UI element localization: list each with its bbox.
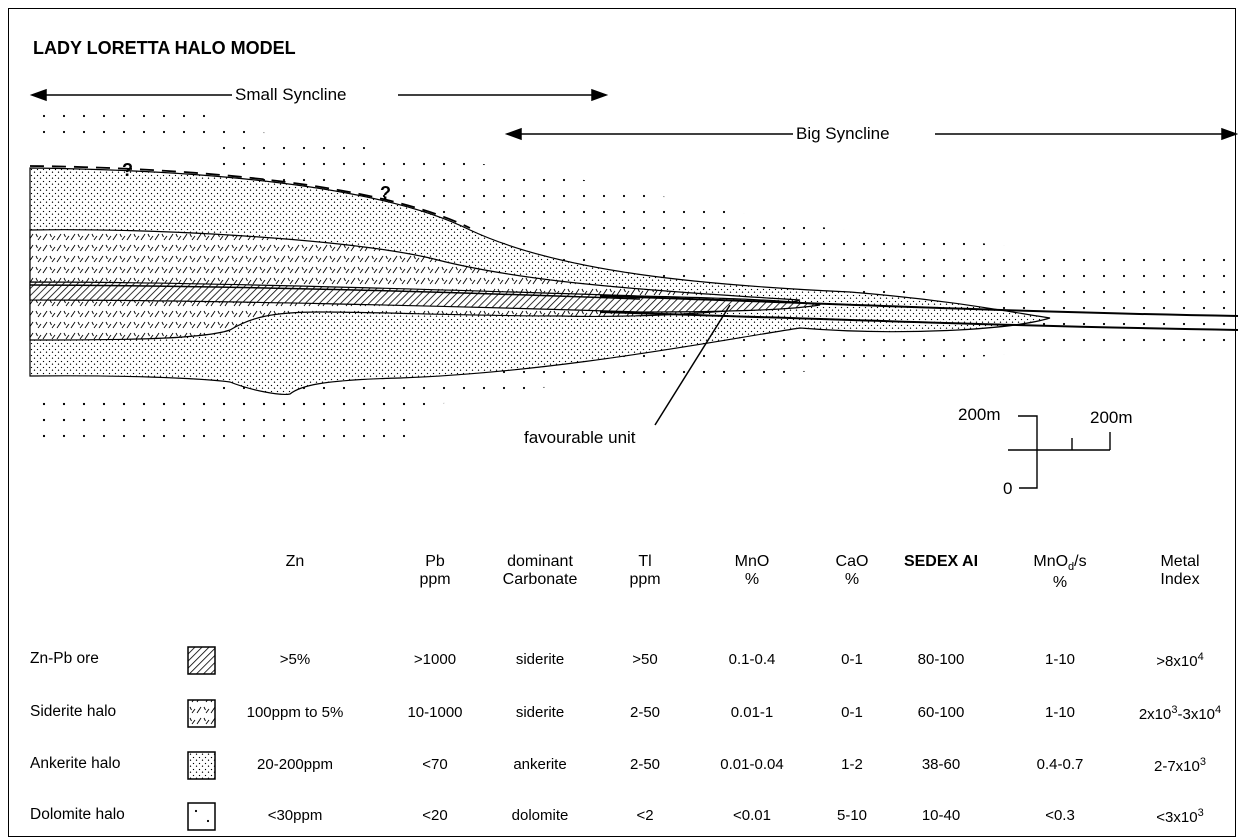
cell-sedex-ai: 38-60 — [921, 756, 961, 773]
row-label: Ankerite halo — [30, 755, 121, 772]
cell-cao: 0-1 — [841, 651, 863, 668]
favourable-unit-label: favourable unit — [524, 428, 636, 447]
header-zn: Zn — [285, 553, 305, 570]
diagram-title: LADY LORETTA HALO MODEL — [33, 38, 296, 58]
swatch-ore — [187, 646, 216, 675]
cell-tl: 2-50 — [629, 704, 661, 721]
scale-bar — [1008, 415, 1111, 489]
small-syncline-label: Small Syncline — [235, 85, 347, 104]
uncertain-marker-1: ? — [122, 160, 133, 180]
cell-tl: >50 — [632, 651, 658, 668]
cell-metal-index: <3x103 — [1156, 807, 1204, 826]
cell-pb: <70 — [422, 756, 448, 773]
swatch-dolomite-dot-2 — [206, 819, 210, 823]
cell-carbonate: siderite — [515, 704, 565, 721]
ore-inner-band — [29, 284, 641, 300]
favourable-unit-bottom — [599, 311, 1238, 331]
cell-mno: 0.01-1 — [730, 704, 774, 721]
cell-sedex-ai: 80-100 — [917, 651, 965, 668]
cell-mno: 0.01-0.04 — [720, 756, 784, 773]
scale-vertical-label: 200m — [958, 405, 1001, 424]
figure-frame — [8, 8, 1236, 837]
cell-mnods: 1-10 — [1044, 704, 1076, 721]
scale-horizontal-label: 200m — [1090, 408, 1133, 427]
cell-metal-index: 2-7x103 — [1154, 756, 1206, 775]
cell-cao: 5-10 — [836, 807, 868, 824]
cell-cao: 1-2 — [841, 756, 863, 773]
header-sedex-ai: SEDEX AI — [903, 553, 979, 570]
cell-metal-index: 2x103-3x104 — [1138, 704, 1222, 723]
cell-mnods: <0.3 — [1045, 807, 1075, 824]
cell-sedex-ai: 60-100 — [917, 704, 965, 721]
row-label: Siderite halo — [30, 703, 117, 720]
header-mnods: MnOd/s% — [1033, 553, 1087, 591]
ore-lens — [29, 281, 821, 313]
swatch-ankerite — [187, 751, 216, 780]
uncertain-marker-2: ? — [380, 183, 391, 203]
cell-sedex-ai: 10-40 — [921, 807, 961, 824]
cell-tl: <2 — [636, 807, 654, 824]
cell-pb: 10-1000 — [407, 704, 463, 721]
row-label: Zn-Pb ore — [30, 650, 99, 667]
cell-mnods: 1-10 — [1044, 651, 1076, 668]
row-label: Dolomite halo — [30, 806, 125, 823]
favourable-unit-top — [599, 295, 1238, 317]
cell-carbonate: dolomite — [511, 807, 569, 824]
cell-mno: <0.01 — [733, 807, 771, 824]
small-syncline-arrow — [29, 88, 609, 102]
favourable-unit-leader — [654, 304, 731, 426]
header-mno: MnO% — [734, 553, 770, 589]
cell-zn: <30ppm — [267, 807, 323, 824]
cell-pb: >1000 — [413, 651, 457, 668]
swatch-siderite — [187, 699, 216, 728]
swatch-dolomite-dot-1 — [194, 809, 198, 813]
cell-zn: >5% — [279, 651, 311, 668]
cell-cao: 0-1 — [841, 704, 863, 721]
cell-carbonate: siderite — [515, 651, 565, 668]
swatch-dolomite — [187, 802, 216, 831]
cell-zn: 20-200ppm — [257, 756, 333, 773]
header-cao: CaO% — [835, 553, 869, 589]
cell-mno: 0.1-0.4 — [728, 651, 776, 668]
cell-mnods: 0.4-0.7 — [1036, 756, 1084, 773]
big-syncline-arrow — [504, 127, 1238, 141]
cell-carbonate: ankerite — [513, 756, 567, 773]
cell-tl: 2-50 — [629, 756, 661, 773]
cell-zn: 100ppm to 5% — [246, 704, 344, 721]
big-syncline-label: Big Syncline — [796, 124, 890, 143]
cell-pb: <20 — [422, 807, 448, 824]
scale-zero-label: 0 — [1003, 479, 1013, 498]
uncertain-boundary — [29, 165, 471, 229]
cell-metal-index: >8x104 — [1156, 651, 1204, 670]
